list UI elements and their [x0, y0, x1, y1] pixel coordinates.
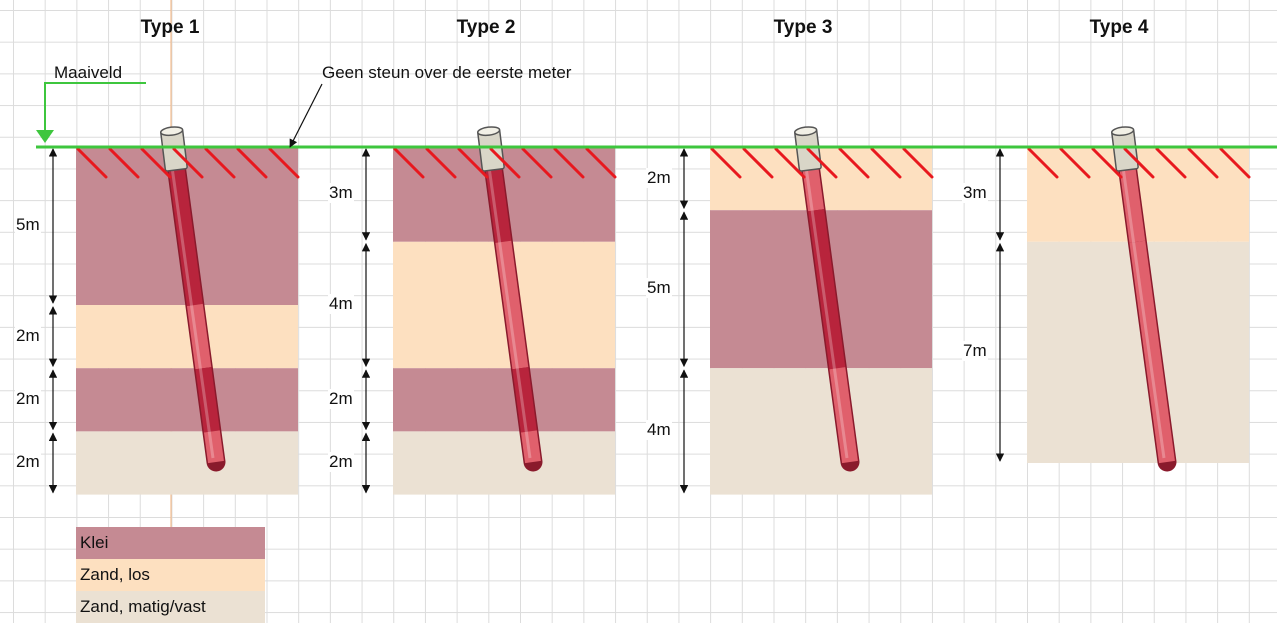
type-title: Type 4 [1089, 17, 1149, 38]
type-title: Type 1 [140, 17, 200, 38]
soil-layer-zand-matig [710, 368, 932, 495]
maaiveld-leader [44, 82, 146, 132]
hatch-marks [76, 147, 1251, 179]
note-label: Geen steun over de eerste meter [322, 63, 572, 82]
legend-item-zand-los: Zand, los [76, 559, 265, 591]
thickness-label: 2m [15, 452, 41, 472]
thickness-label: 2m [328, 452, 354, 472]
thickness-label: 2m [328, 388, 354, 409]
thickness-label: 7m [962, 341, 988, 362]
legend-item-klei: Klei [76, 527, 265, 559]
thickness-label: 3m [328, 183, 354, 204]
thickness-label: 4m [328, 294, 354, 314]
no-support-hatch [710, 147, 934, 179]
thickness-label: 3m [962, 183, 988, 204]
soil-layer-zand-matig [76, 431, 298, 495]
no-support-hatch [393, 147, 617, 179]
maaiveld-label: Maaiveld [54, 63, 123, 82]
piles [160, 126, 1177, 472]
dimension-lines [48, 148, 1005, 494]
note-leader [289, 83, 323, 148]
no-support-hatch [1027, 147, 1251, 179]
pile [160, 126, 226, 472]
thickness-label: 2m [15, 388, 41, 409]
soil-layers [76, 147, 1249, 495]
legend-item-zand-matig: Zand, matig/vast [76, 591, 265, 623]
type-title: Type 2 [456, 17, 516, 38]
thickness-label: 5m [15, 215, 41, 235]
soil-layer-zand-matig [393, 431, 615, 495]
thickness-label: 5m [646, 278, 672, 299]
pile [477, 126, 543, 472]
soil-layer-klei [393, 368, 615, 432]
thickness-label: 2m [15, 325, 41, 346]
type-title: Type 3 [773, 17, 833, 38]
soil-layer-klei [76, 368, 298, 432]
no-support-hatch [76, 147, 300, 179]
maaiveld-arrow-icon [36, 130, 54, 143]
thickness-label: 4m [646, 420, 672, 441]
pile [794, 126, 860, 472]
thickness-label: 2m [646, 167, 672, 188]
